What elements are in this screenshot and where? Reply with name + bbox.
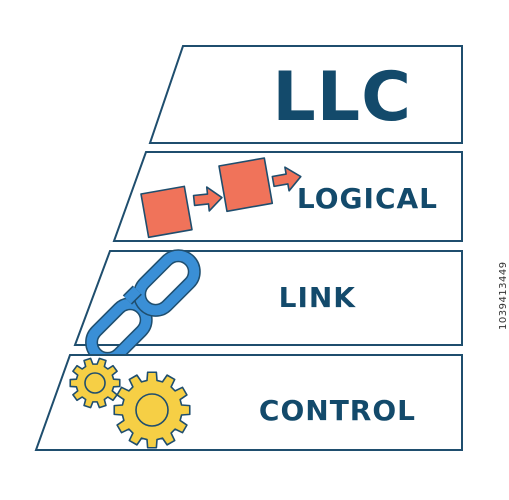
- small-gear-icon: [69, 357, 121, 409]
- tier-logical: LOGICAL: [112, 151, 463, 242]
- gear-small-hub: [84, 372, 106, 394]
- tier-logical-shape: [112, 151, 463, 242]
- large-gear-icon: [113, 371, 191, 449]
- title-panel-shape: [148, 45, 463, 144]
- tier-control-label: CONTROL: [259, 394, 416, 427]
- stock-id-stamp: 1039413449: [498, 261, 509, 330]
- title-panel: LLC: [148, 45, 463, 144]
- gear-large-hub: [135, 393, 169, 427]
- gears-icon: [69, 357, 191, 449]
- tier-link: LINK: [73, 249, 463, 365]
- title-text: LLC: [272, 58, 412, 137]
- chain-link-icon: [85, 249, 201, 365]
- tier-link-label: LINK: [279, 281, 357, 314]
- tier-control: CONTROL: [34, 354, 463, 451]
- tier-link-shape: [73, 250, 463, 346]
- tier-logical-label: LOGICAL: [297, 182, 438, 215]
- process-arrow-icon: [140, 157, 302, 239]
